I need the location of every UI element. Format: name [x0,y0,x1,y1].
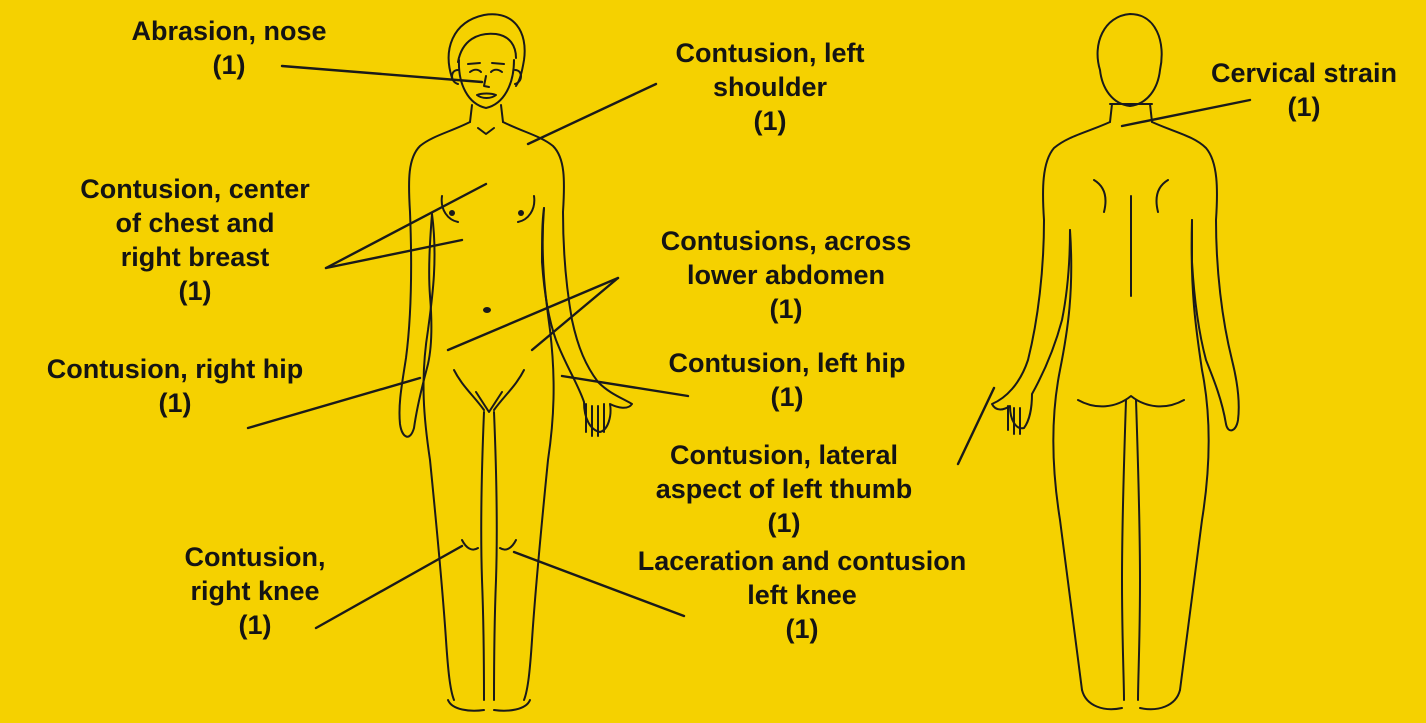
label-line: Contusion, center [80,172,310,206]
label-line: Cervical strain [1211,56,1397,90]
leader-line-contusion-left-shoulder [528,84,656,144]
label-line: Contusions, across [661,224,912,258]
label-line: (1) [47,386,303,420]
label-contusion-right-knee: Contusion, right knee (1) [185,540,326,642]
leader-line-abdomen-a [448,278,618,350]
label-line: right knee [185,574,326,608]
label-line: Contusion, [185,540,326,574]
label-line: Laceration and contusion [638,544,967,578]
label-contusion-right-hip: Contusion, right hip (1) [47,352,303,420]
label-line: (1) [656,506,913,540]
label-contusion-left-hip: Contusion, left hip (1) [669,346,906,414]
label-laceration-contusion-left-knee: Laceration and contusion left knee (1) [638,544,967,646]
label-line: Contusion, left hip [669,346,906,380]
label-line: (1) [80,274,310,308]
label-line: shoulder [676,70,865,104]
label-cervical-strain: Cervical strain (1) [1211,56,1397,124]
leader-line-chest-a [326,184,486,268]
label-line: lower abdomen [661,258,912,292]
label-abrasion-nose: Abrasion, nose (1) [131,14,326,82]
label-line: right breast [80,240,310,274]
label-line: aspect of left thumb [656,472,913,506]
leader-line-left-thumb [958,388,994,464]
label-contusion-left-thumb: Contusion, lateral aspect of left thumb … [656,438,913,540]
label-line: (1) [638,612,967,646]
label-line: Contusion, lateral [656,438,913,472]
front-body-figure [399,14,632,710]
back-body-figure [992,14,1239,709]
label-line: (1) [669,380,906,414]
leader-line-chest-b [326,240,462,268]
label-line: (1) [1211,90,1397,124]
label-line: Contusion, left [676,36,865,70]
label-line: (1) [131,48,326,82]
label-line: left knee [638,578,967,612]
label-contusion-chest-right-breast: Contusion, center of chest and right bre… [80,172,310,308]
label-line: Contusion, right hip [47,352,303,386]
label-line: of chest and [80,206,310,240]
label-line: Abrasion, nose [131,14,326,48]
label-line: (1) [661,292,912,326]
label-line: (1) [185,608,326,642]
leader-line-right-knee [316,546,462,628]
label-contusions-lower-abdomen: Contusions, across lower abdomen (1) [661,224,912,326]
label-contusion-left-shoulder: Contusion, left shoulder (1) [676,36,865,138]
label-line: (1) [676,104,865,138]
